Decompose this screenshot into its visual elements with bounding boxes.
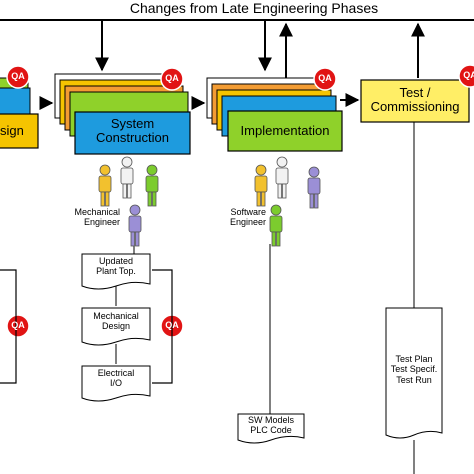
phase-flow-arrows [39, 93, 360, 110]
test-commissioning-box [360, 79, 470, 123]
doc-sw-models [237, 413, 305, 444]
implementation-label: Implementation [240, 123, 330, 138]
software-engineer-label: Software Engineer [229, 207, 266, 227]
qa-badge-implementation [313, 67, 337, 91]
mechanical-team [98, 156, 159, 247]
person-icon [145, 164, 159, 207]
qa-label: QA [11, 71, 25, 81]
qa-label: QA [165, 320, 179, 330]
qa-label: QA [318, 73, 332, 83]
qa-brackets [0, 269, 173, 384]
doc-test-plan [385, 307, 443, 439]
qa-label: QA [463, 70, 474, 80]
qa-badges [6, 64, 474, 338]
sw-models-label: SW Models PLC Code [247, 415, 294, 436]
person-icon [128, 204, 142, 247]
mechanical-engineer-label: Mechanical Engineer [74, 207, 120, 227]
person-icon [98, 164, 112, 207]
doc-mechanical-design [81, 307, 151, 346]
qa-label: QA [165, 73, 179, 83]
software-team [254, 156, 321, 247]
design-box [0, 113, 39, 149]
system-construction-box [74, 111, 191, 155]
doc-electrical-io [81, 365, 151, 402]
person-icon [120, 156, 134, 199]
test-commissioning-label: Test / Commissioning [370, 85, 460, 115]
lifelines [115, 122, 415, 474]
implementation-box [227, 110, 343, 152]
electrical-io-label: Electrical I/O [97, 368, 135, 389]
doc-updated-plant-top [81, 253, 151, 290]
person-icon [275, 156, 289, 199]
updated-plant-top-label: Updated Plant Top. [96, 256, 136, 277]
feedback-bus [0, 19, 474, 80]
test-plan-label: Test Plan Test Specif. Test Run [390, 354, 438, 385]
qa-label: QA [11, 320, 25, 330]
system-construction-label: System Construction [96, 116, 169, 146]
design-phase-label: sign [0, 123, 24, 138]
page-title: Changes from Late Engineering Phases [104, 0, 404, 18]
qa-badge-test [458, 64, 474, 88]
person-icon [269, 204, 283, 247]
qa-badge-left [6, 314, 30, 338]
system-construction-stack [54, 73, 191, 155]
person-icon [307, 166, 321, 209]
qa-badge-system [160, 67, 184, 91]
person-icon [254, 164, 268, 207]
mechanical-design-label: Mechanical Design [93, 311, 139, 332]
documents [81, 253, 443, 444]
implementation-stack [206, 77, 343, 152]
qa-badge-design [6, 65, 30, 89]
